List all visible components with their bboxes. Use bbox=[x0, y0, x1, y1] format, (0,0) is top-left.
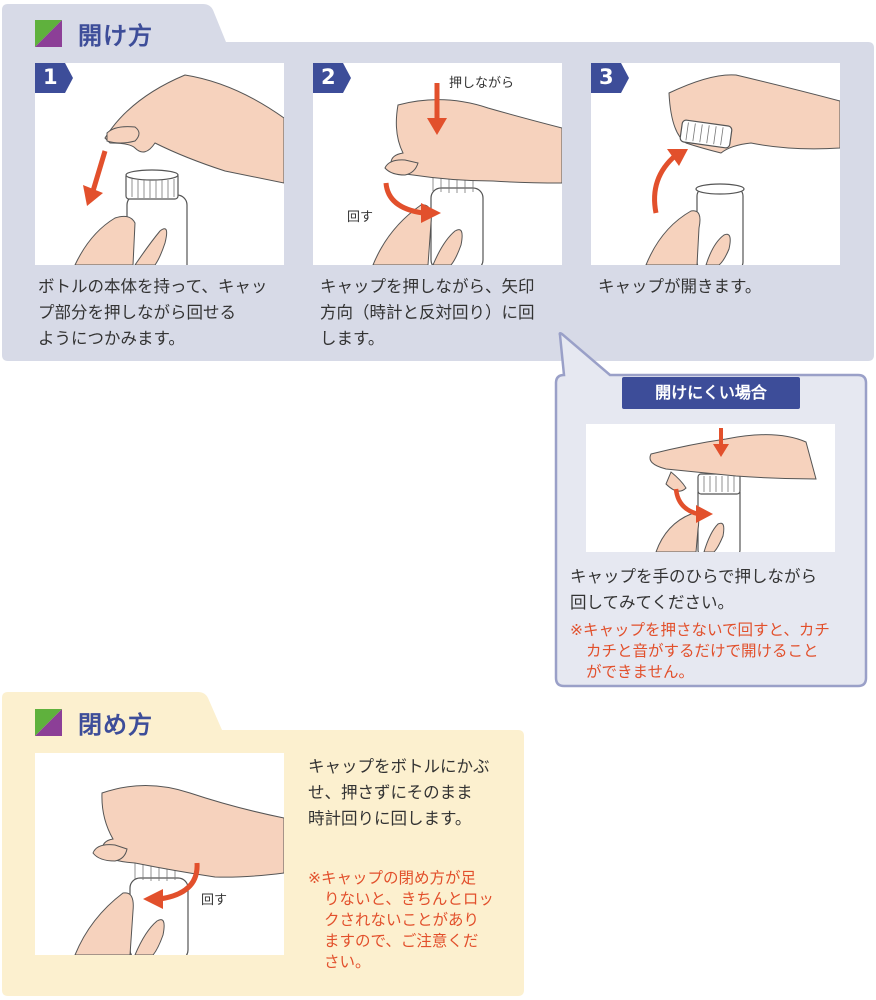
hard-to-open-note: ※キャップを押さないで回すと、カチ カチと音がするだけで開けること ができません… bbox=[570, 621, 830, 681]
hard-to-open-header: 開けにくい場合 bbox=[622, 377, 800, 409]
step-3-caption: キャップが開きます。 bbox=[598, 277, 762, 296]
step-2-badge bbox=[313, 63, 351, 93]
close-note: ※キャップの閉め方が足 りないと、きちんとロッ クされないことがあり ますので、… bbox=[308, 869, 494, 971]
open-section: 開け方 1 ボトルの本体を持って、キャッ プ部分を押しながら回せる bbox=[0, 0, 876, 365]
step-1-number: 1 bbox=[43, 65, 58, 89]
green-purple-diagonal-square-icon bbox=[35, 20, 62, 47]
turn-label: 回す bbox=[347, 210, 374, 225]
close-illustration: 回す bbox=[35, 753, 284, 955]
step-2-caption: キャップを押しながら、矢印 方向（時計と反対回り）に回 します。 bbox=[320, 277, 535, 348]
step-3-badge bbox=[591, 63, 629, 93]
step-1-caption: ボトルの本体を持って、キャッ プ部分を押しながら回せる ようにつかみます。 bbox=[38, 277, 268, 348]
step-1-badge bbox=[35, 63, 73, 93]
step-2-illustration: 2 押しながら 回す bbox=[313, 63, 562, 265]
step-2-number: 2 bbox=[321, 65, 336, 89]
hard-to-open-callout: 開けにくい場合 キャップを手のひらで押しながら 回してみてください。 ※キャップ… bbox=[540, 330, 876, 695]
close-section: 閉め方 回す キャップをボトルにかぶ せ、押さずにそのまま 時計回りに回します。… bbox=[0, 690, 530, 1000]
step-3-number: 3 bbox=[599, 65, 614, 89]
step-3-illustration: 3 bbox=[591, 63, 840, 265]
hard-to-open-illustration bbox=[586, 424, 835, 552]
green-purple-diagonal-square-icon bbox=[35, 709, 62, 736]
hard-to-open-caption: キャップを手のひらで押しながら 回してみてください。 bbox=[570, 567, 818, 612]
close-turn-label: 回す bbox=[201, 893, 228, 908]
push-label: 押しながら bbox=[449, 76, 515, 91]
open-section-title: 開け方 bbox=[78, 22, 153, 50]
step-1-illustration: 1 bbox=[35, 63, 284, 265]
close-caption: キャップをボトルにかぶ せ、押さずにそのまま 時計回りに回します。 bbox=[308, 757, 490, 828]
close-section-title: 閉め方 bbox=[78, 711, 153, 739]
